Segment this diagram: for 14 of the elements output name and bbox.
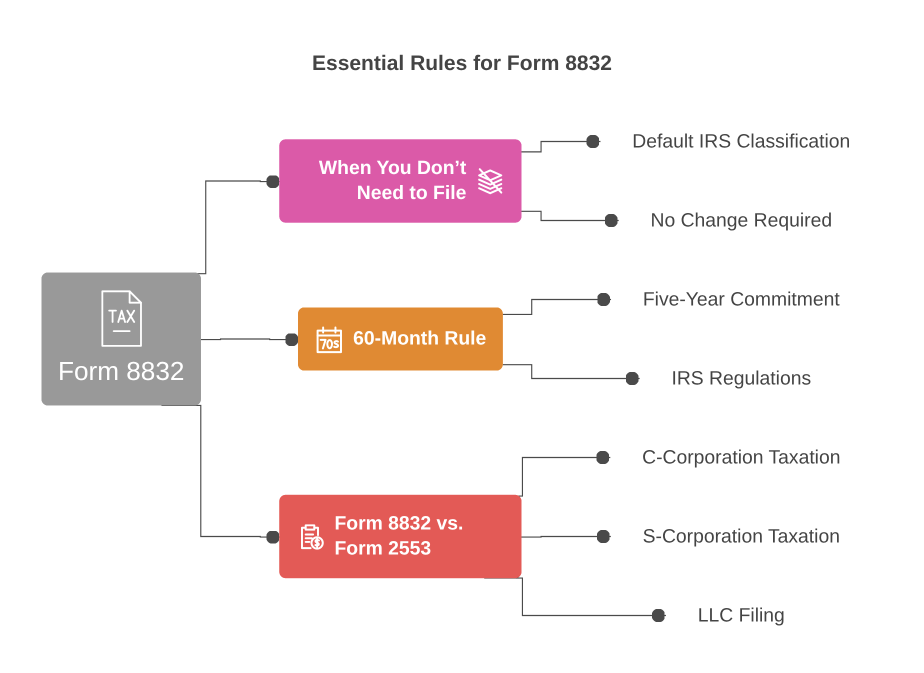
connector xyxy=(200,332,300,346)
diagram-title: Essential Rules for Form 8832 xyxy=(312,52,612,76)
node-text: Default IRS Classification xyxy=(632,130,850,152)
connector xyxy=(521,210,619,228)
node-text: IRS Regulations xyxy=(671,367,811,390)
connector xyxy=(521,530,611,544)
node-text: Five-Year Commitment xyxy=(642,288,840,310)
connector xyxy=(521,134,600,152)
node-text: No Change Required xyxy=(650,209,832,232)
connector xyxy=(502,364,640,386)
connector xyxy=(502,292,611,316)
node-text: S-Corporation Taxation xyxy=(642,525,840,548)
node-text: LLC Filing xyxy=(698,604,785,626)
node-text: C-Corporation Taxation xyxy=(642,446,840,468)
